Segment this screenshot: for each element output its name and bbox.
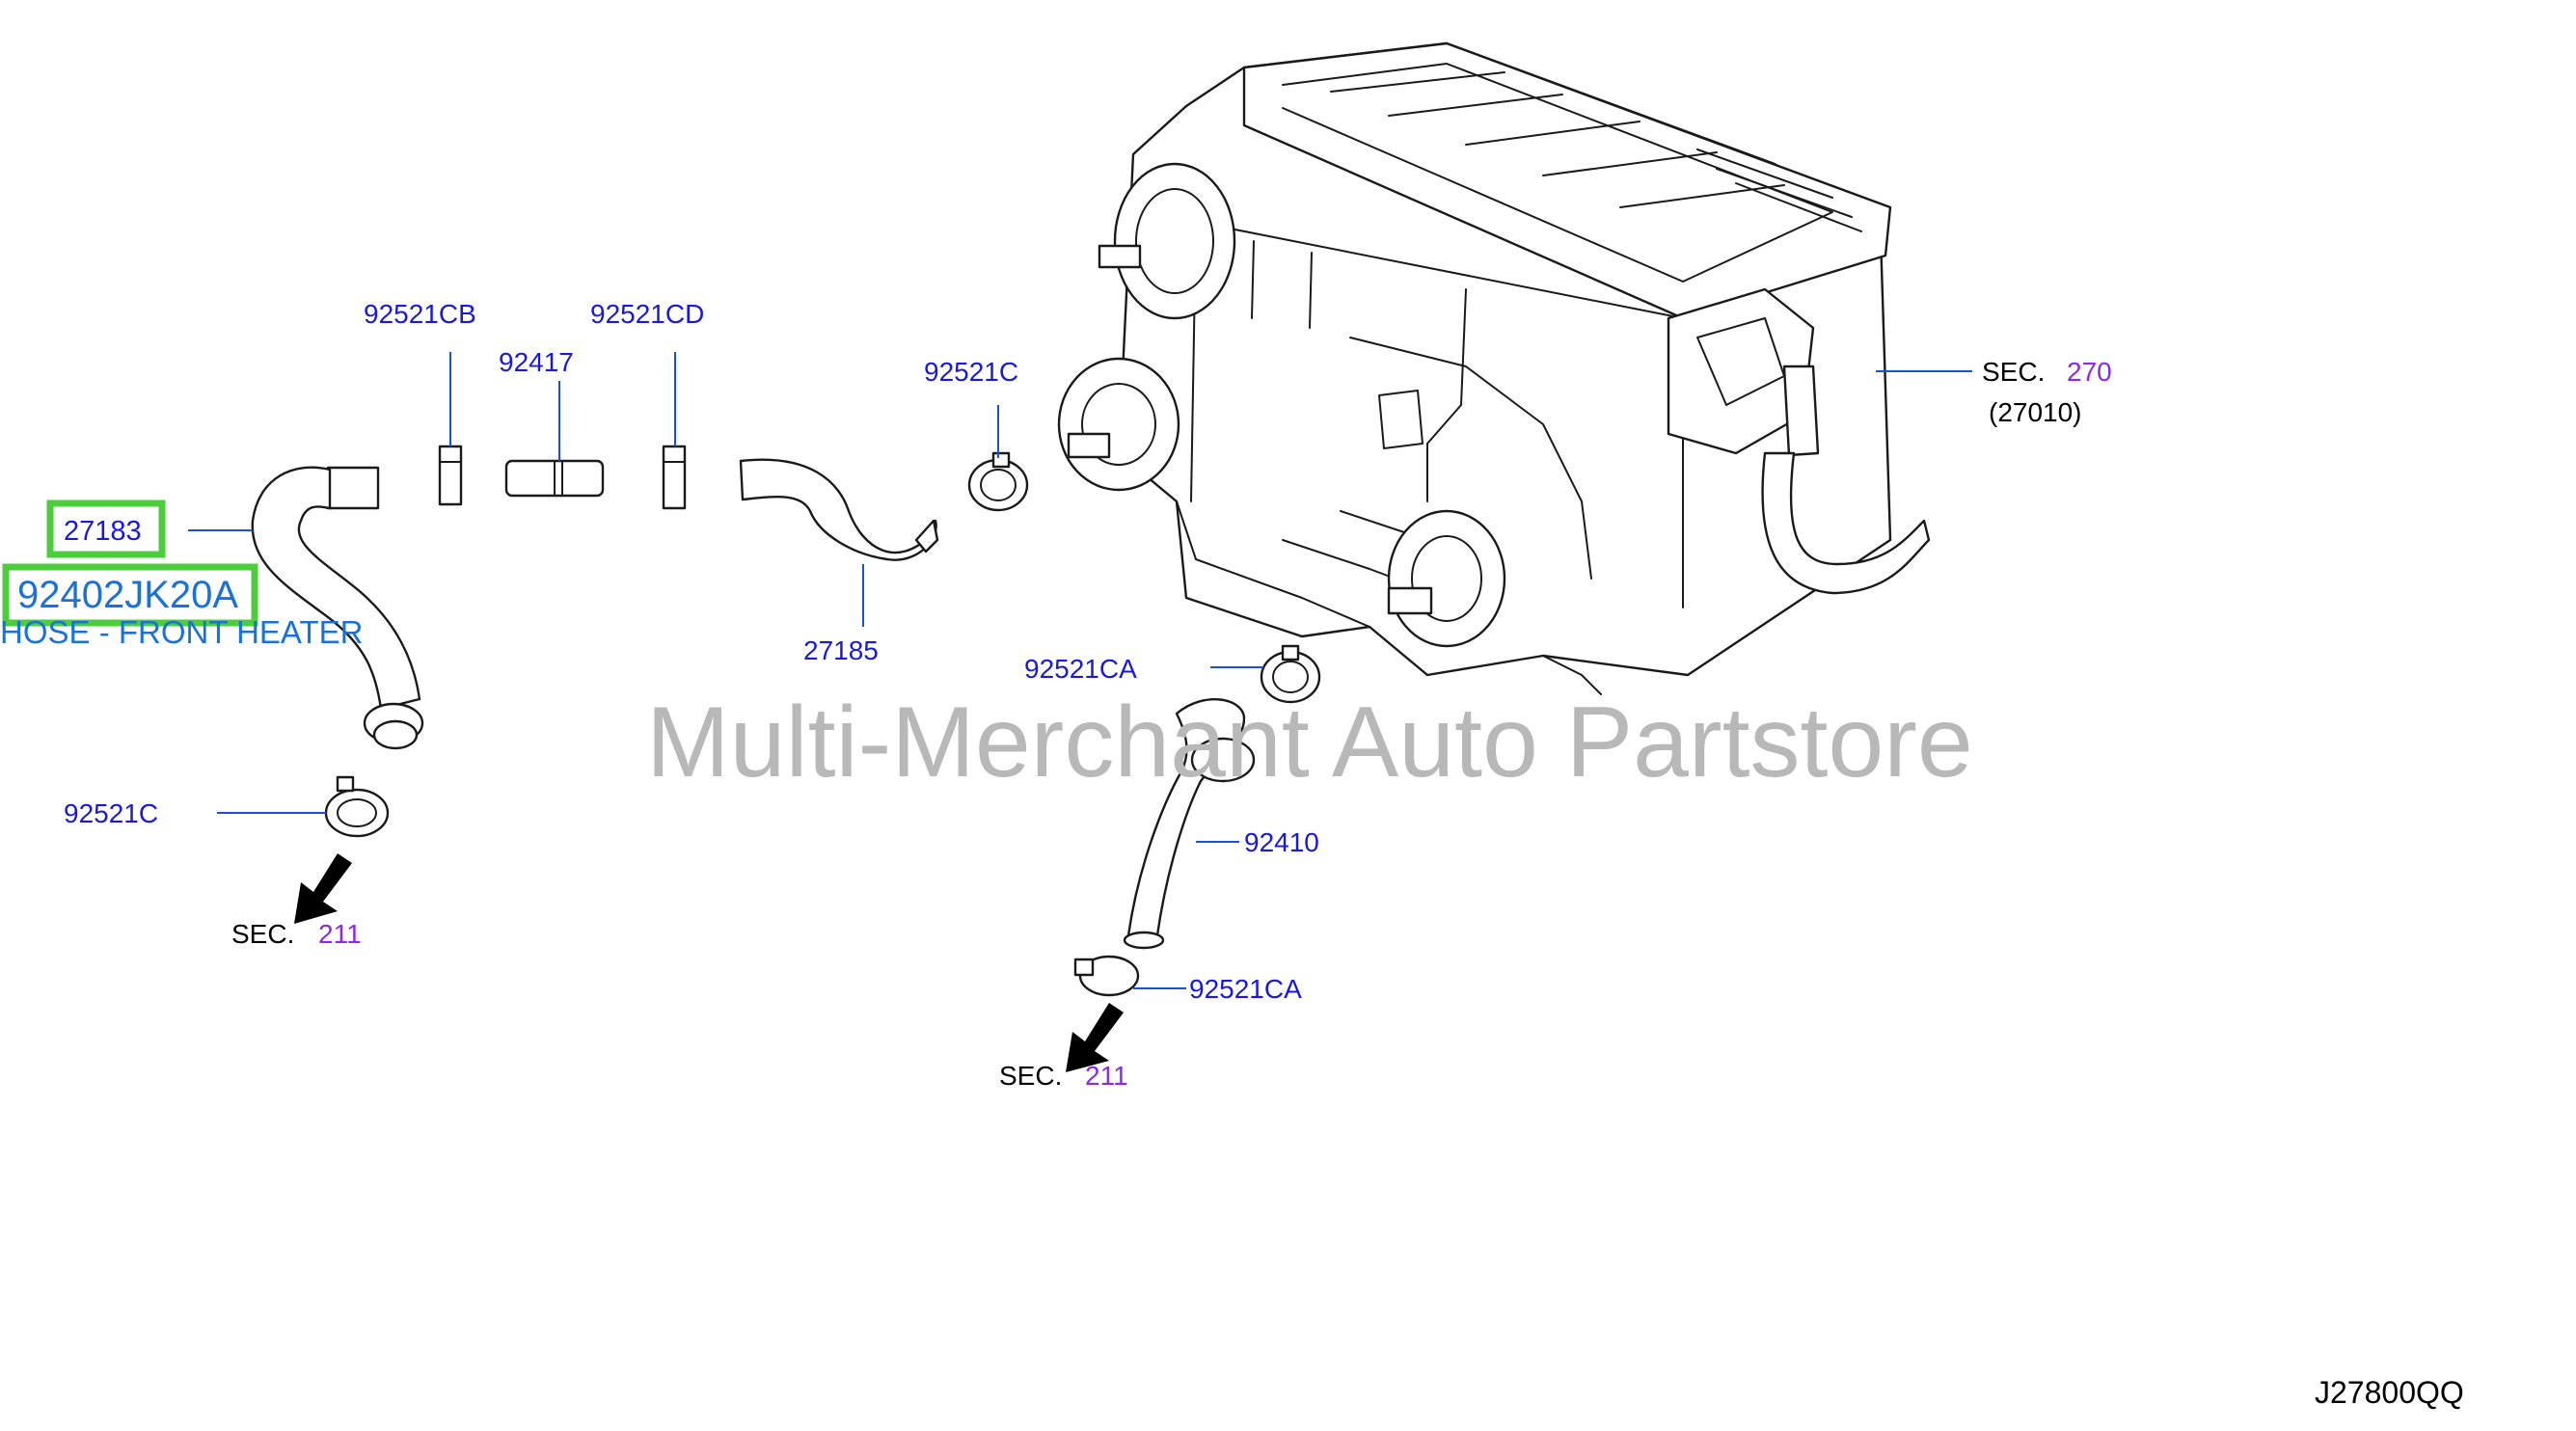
label-92521CB: 92521CB [364, 299, 476, 329]
highlight-description: HOSE - FRONT HEATER [0, 614, 363, 650]
label-27185: 27185 [803, 635, 879, 665]
arrow-down-left-icon [294, 853, 352, 924]
hose-27183-illustration [251, 466, 424, 750]
label-92521CD: 92521CD [590, 299, 704, 329]
clip-92521CD-illustration [662, 445, 687, 510]
sec-270-link[interactable]: 270 [2067, 357, 2112, 387]
highlight-part-number[interactable]: 92402JK20A [17, 574, 238, 616]
highlighted-part[interactable]: 27183 92402JK20A HOSE - FRONT HEATER [0, 500, 363, 650]
diagram-code: J27800QQ [2315, 1375, 2464, 1410]
highlight-box-ref [46, 500, 166, 558]
sec-211-left-word: SEC. [231, 919, 294, 949]
leader-lines [188, 352, 1972, 989]
clip-92521C-left-illustration [324, 775, 390, 838]
watermark: Multi-Merchant Auto Partstore [646, 687, 1973, 798]
sec-211-bottom-word: SEC. [999, 1061, 1062, 1091]
hose-92410-illustration [1123, 698, 1256, 950]
sec-211-bottom-link[interactable]: 211 [1085, 1061, 1128, 1091]
label-92410: 92410 [1244, 827, 1319, 857]
sec-270-sub: (27010) [1989, 397, 2082, 427]
label-92521CA-low: 92521CA [1189, 974, 1302, 1004]
joint-92417-illustration [504, 459, 605, 498]
clip-92521C-top-illustration [967, 451, 1029, 512]
clip-92521CA-mid-illustration [1260, 644, 1321, 704]
hose-27185-illustration [739, 458, 939, 561]
label-92521CA-mid: 92521CA [1024, 654, 1137, 684]
highlight-box-pn [2, 563, 258, 627]
arrow-down-bottom-icon [1066, 1003, 1124, 1072]
sec-211-left-link[interactable]: 211 [318, 919, 362, 949]
heater-unit-illustration [1057, 41, 1931, 695]
clip-92521CB-illustration [438, 445, 463, 506]
label-92417: 92417 [499, 347, 574, 377]
label-92521C-left: 92521C [64, 798, 158, 828]
highlight-part-ref[interactable]: 27183 [64, 516, 142, 547]
clip-92521CA-low-illustration [1073, 955, 1140, 997]
sec-270-word: SEC. [1982, 357, 2045, 387]
label-92521C-top: 92521C [924, 357, 1018, 387]
